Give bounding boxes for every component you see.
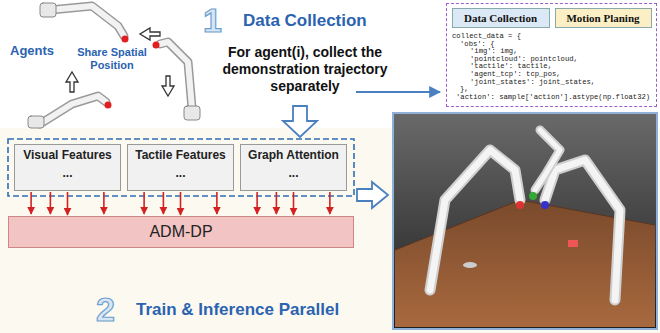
feature-arrow <box>276 192 278 214</box>
feature-arrow <box>30 192 32 214</box>
feature-arrow <box>293 192 295 215</box>
feature-box: Visual Features... <box>14 144 121 191</box>
code-panel: collect_data = {'obs': {'img': img,'poin… <box>446 3 657 107</box>
feature-arrow <box>50 192 52 214</box>
feature-arrow <box>163 192 165 214</box>
flow-arrow <box>356 91 440 93</box>
share-arrows <box>66 28 174 96</box>
feature-title: Graph Attention <box>241 148 346 162</box>
feature-arrow <box>180 192 182 215</box>
code-line: 'agent_tcp': tcp_pos, <box>470 71 561 79</box>
down-arrow <box>283 106 317 137</box>
box-label: Data Collection <box>464 12 537 24</box>
feature-title: Tactile Features <box>128 148 233 162</box>
feature-box: Tactile Features... <box>127 144 234 191</box>
step-number: 2 <box>96 292 126 326</box>
robot-agents <box>28 3 200 128</box>
code-line: 'joint_states': joint_states, <box>470 79 595 87</box>
box-label: Motion Planing <box>566 12 639 24</box>
code-line: }, <box>460 86 469 94</box>
simulation-render <box>393 113 657 329</box>
share-label: Share Spatial Position <box>76 46 148 72</box>
feature-arrow <box>256 192 258 214</box>
code-line: 'img': img, <box>470 48 517 56</box>
code-line: collect_data = { <box>452 33 521 41</box>
model-bar: ADM-DP <box>8 216 354 248</box>
ellipsis: ... <box>15 167 120 179</box>
feature-arrow <box>329 192 331 214</box>
box-label: ADM-DP <box>149 223 212 241</box>
feature-box: Graph Attention... <box>240 144 347 191</box>
feature-arrow <box>216 192 218 214</box>
ellipsis: ... <box>128 167 233 179</box>
instruction-text: For agent(i), collect the demonstration … <box>212 44 398 95</box>
agents-label: Agents <box>10 43 70 58</box>
code-line: 'tactile': tactile, <box>470 63 552 71</box>
code-line: 'pointcloud': pointcloud, <box>470 56 578 64</box>
ellipsis: ... <box>241 167 346 179</box>
section-title: Train & Inference Parallel <box>136 300 376 320</box>
section-title: Data Collection <box>243 11 403 31</box>
code-line: 'obs': { <box>460 41 495 49</box>
feature-title: Visual Features <box>15 148 120 162</box>
right-arrow <box>357 182 388 208</box>
step-number: 1 <box>203 3 233 37</box>
feature-arrow <box>67 192 69 215</box>
feature-group <box>8 139 354 196</box>
feature-arrow <box>103 192 105 214</box>
tab-box: Data Collection <box>452 8 550 28</box>
tab-box: Motion Planing <box>555 8 652 28</box>
feature-arrow <box>143 192 145 214</box>
code-line: 'action': sample['action'].astype(np.flo… <box>456 94 650 102</box>
